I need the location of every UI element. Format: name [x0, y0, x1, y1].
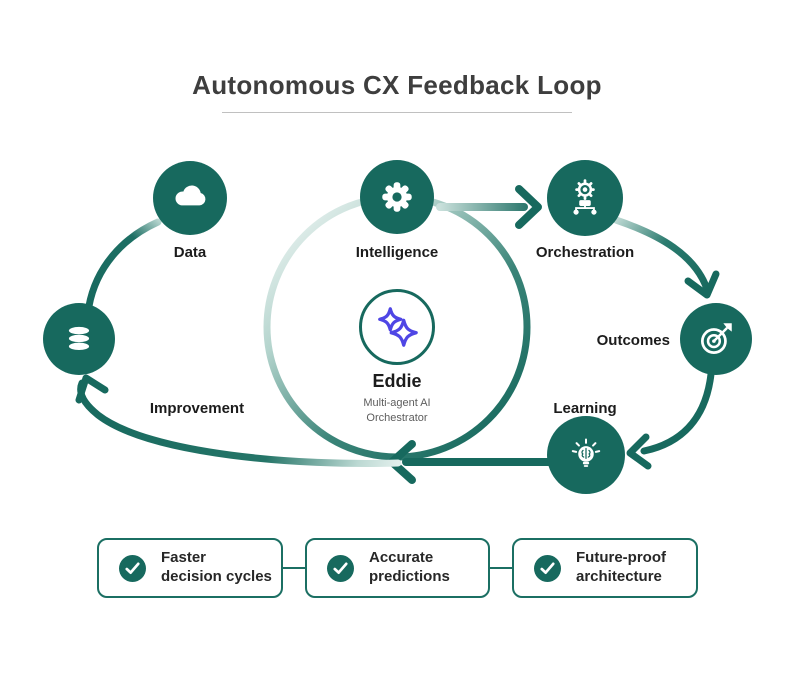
- page-title: Autonomous CX Feedback Loop: [192, 70, 602, 100]
- benefit-badge-faster-decision-cycles: Faster decision cycles: [97, 538, 283, 598]
- gear-icon: [382, 182, 412, 212]
- benefit-line2: decision cycles: [161, 568, 272, 585]
- benefit-line2: predictions: [369, 568, 450, 585]
- node-label-learning: Learning: [553, 400, 617, 417]
- eddie-subtitle: Multi-agent AI Orchestrator: [317, 396, 477, 426]
- node-label-improvement: Improvement: [149, 400, 245, 417]
- title-underline: [222, 112, 572, 113]
- benefit-badge-accurate-predictions: Accurate predictions: [305, 538, 490, 598]
- arrow-orchestration-to-outcomes: [612, 216, 720, 299]
- benefit-label: Faster decision cycles: [161, 549, 272, 587]
- benefit-line1: Future-proof: [576, 549, 666, 567]
- arrow-outcomes-to-learning: [626, 370, 715, 470]
- badge-connector-line: [490, 567, 512, 569]
- node-intelligence: [360, 160, 434, 234]
- node-label-outcomes: Outcomes: [596, 332, 670, 349]
- benefit-line1: Accurate: [369, 549, 434, 567]
- lightbulb-brain-icon: [571, 438, 601, 467]
- check-icon: [119, 554, 146, 582]
- target-dart-icon: [700, 323, 732, 355]
- gear-network-icon: [573, 179, 597, 215]
- eddie-subtitle-line1: Multi-agent AI: [363, 397, 431, 409]
- node-data: [153, 161, 227, 235]
- benefit-line1: Faster: [161, 549, 207, 567]
- check-icon: [327, 554, 354, 582]
- eddie-subtitle-line2: Orchestrator: [366, 411, 428, 424]
- node-improvement: [43, 303, 115, 375]
- node-learning: [547, 416, 625, 494]
- benefit-badge-future-proof-architecture: Future-proof architecture: [512, 538, 698, 598]
- benefit-line2: architecture: [576, 568, 662, 585]
- arrow-intelligence-to-orchestration: [436, 185, 542, 229]
- badge-connector-line: [283, 567, 305, 569]
- eddie-name: Eddie: [372, 371, 422, 391]
- cloud-icon: [175, 185, 206, 206]
- arrow-tail-to-improvement: [75, 374, 402, 467]
- node-orchestration: [547, 160, 623, 236]
- node-label-intelligence: Intelligence: [355, 244, 439, 261]
- benefit-label: Future-proof architecture: [576, 549, 666, 587]
- arrow-learning-to-center: [388, 440, 576, 484]
- database-icon: [68, 326, 90, 351]
- eddie-avatar-circle: [359, 289, 435, 365]
- node-label-orchestration: Orchestration: [535, 244, 635, 261]
- arc-improvement-to-data: [85, 218, 162, 310]
- node-label-data: Data: [173, 244, 207, 261]
- check-icon: [534, 554, 561, 582]
- node-outcomes: [680, 303, 752, 375]
- benefit-label: Accurate predictions: [369, 549, 450, 587]
- sparkles-icon: [378, 307, 418, 347]
